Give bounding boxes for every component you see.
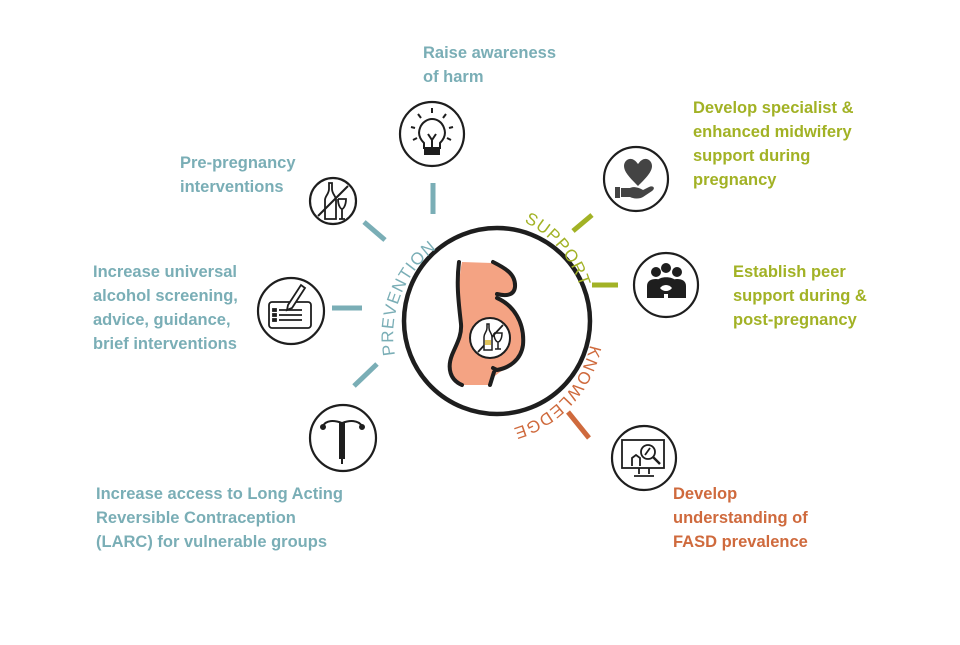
- label-midwifery: Develop specialist & enhanced midwifery …: [693, 99, 854, 189]
- node-larc: [308, 403, 378, 473]
- label-fasd: Develop understanding of FASD prevalence: [673, 485, 808, 551]
- node-midwifery: [602, 145, 670, 213]
- form-pencil-icon: [268, 283, 312, 329]
- connector-pre-pregnancy: [362, 220, 387, 242]
- iud-icon: [320, 420, 365, 464]
- label-raise-awareness: Raise awareness of harm: [423, 44, 557, 86]
- node-peer-support: [632, 251, 700, 319]
- connector-fasd: [566, 410, 591, 440]
- connector-larc: [352, 362, 379, 388]
- heart-in-hand-icon: [615, 158, 654, 199]
- group-people-icon: [647, 263, 686, 298]
- pregnant-woman-no-alcohol-icon: [447, 260, 526, 387]
- node-raise-awareness: [398, 100, 466, 168]
- lightbulb-icon: [410, 108, 454, 155]
- node-pre-pregnancy: [308, 176, 358, 226]
- node-screening: [256, 276, 326, 346]
- label-peer-support: Establish peer support during & post-pre…: [733, 263, 867, 329]
- label-screening: Increase universal alcohol screening, ad…: [93, 263, 238, 353]
- connector-midwifery: [571, 213, 594, 233]
- monitor-magnifier-icon: [621, 439, 665, 477]
- node-fasd: [610, 424, 678, 492]
- no-alcohol-icon: [317, 182, 349, 220]
- center-hub: [401, 225, 593, 417]
- label-pre-pregnancy: Pre-pregnancy interventions: [180, 154, 296, 196]
- label-larc: Increase access to Long Acting Reversibl…: [96, 485, 343, 551]
